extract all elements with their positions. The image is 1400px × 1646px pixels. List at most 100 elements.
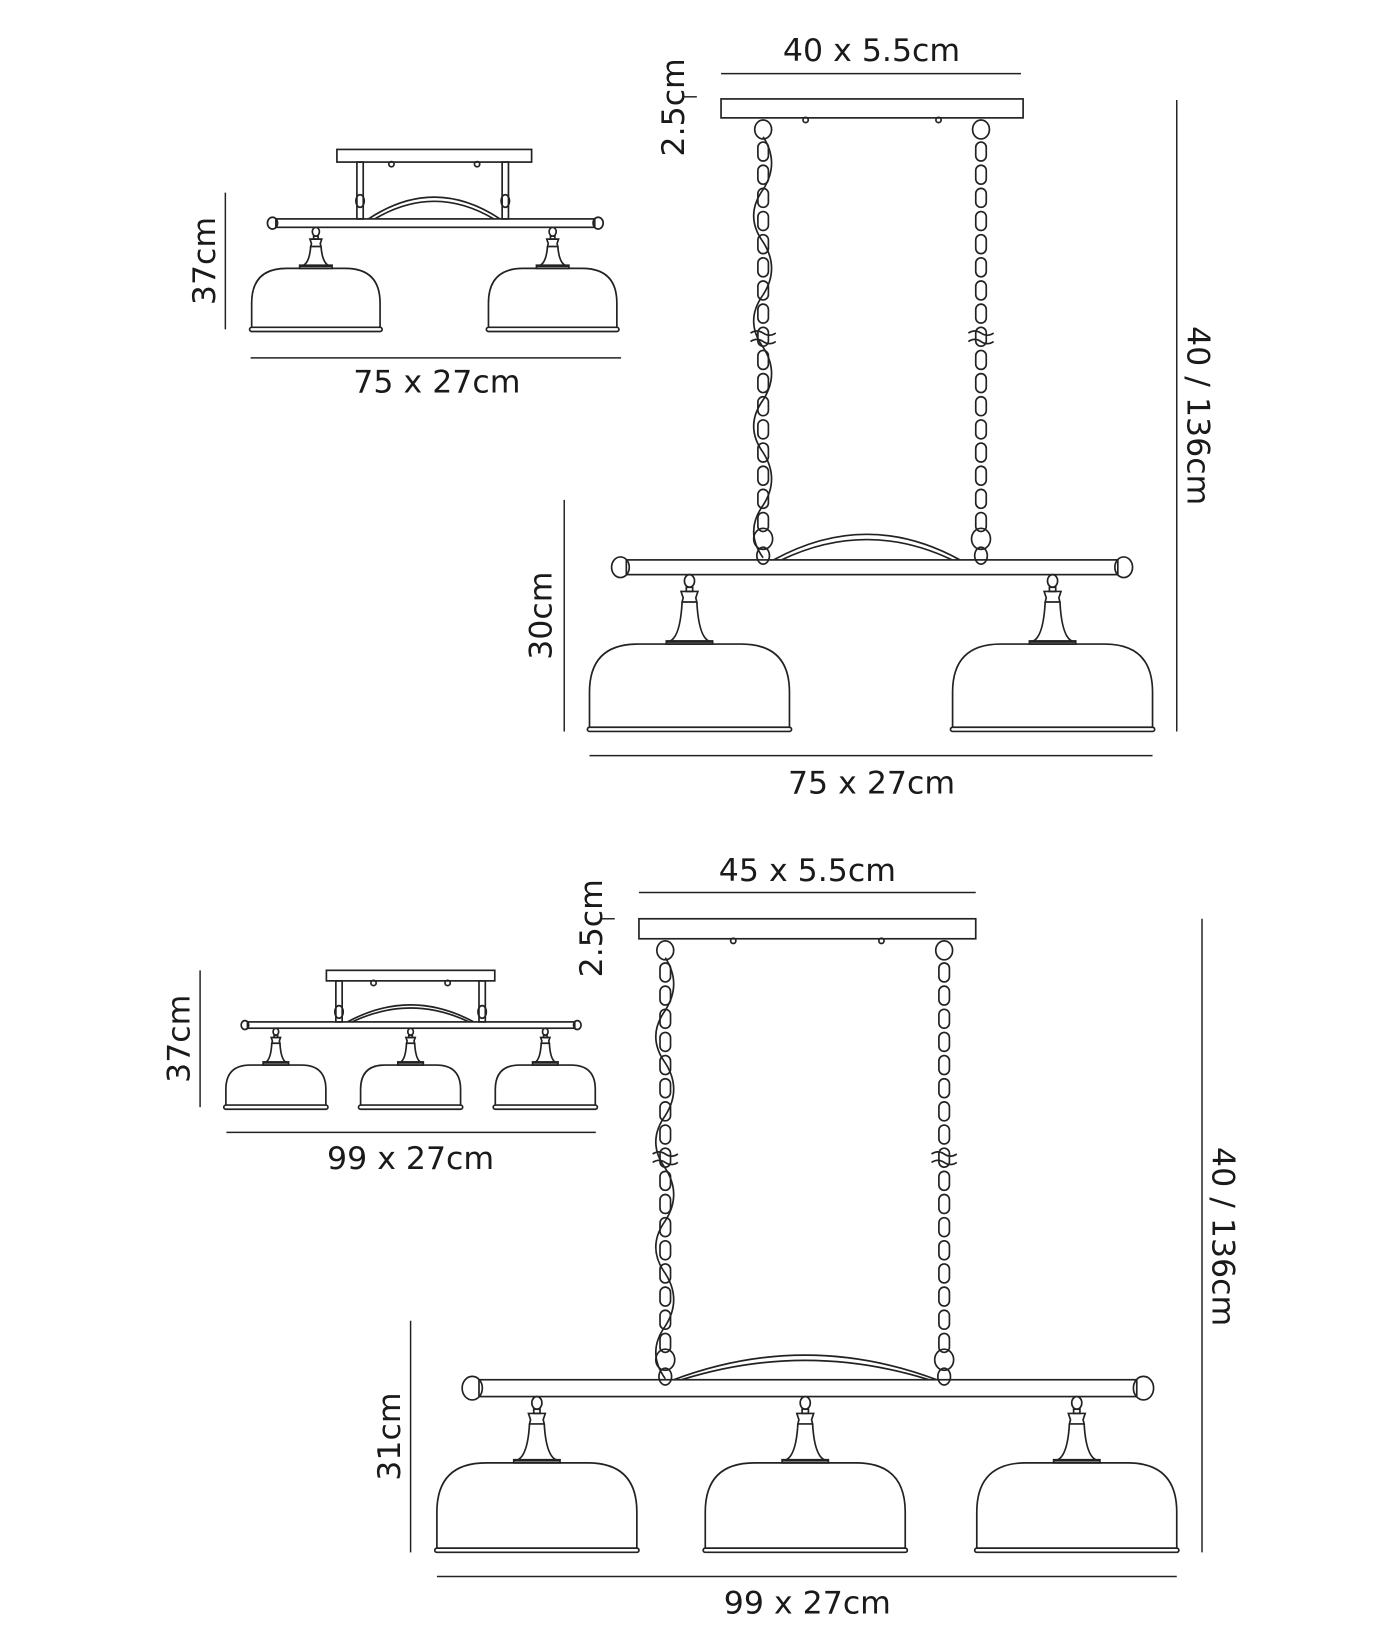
bar-arch-inner (351, 1007, 470, 1023)
shade-rim (357, 1104, 464, 1111)
fitting-ball (799, 1395, 812, 1411)
chain-link (938, 1332, 951, 1354)
bottom-large-canopy-depth-label: 2.5cm (574, 879, 610, 977)
shade-rim (433, 1547, 640, 1554)
bar-end-cap (572, 1019, 582, 1031)
chain-link (974, 280, 988, 301)
fitting-collar (270, 1036, 282, 1045)
mount-rod (478, 980, 487, 1023)
fitting-ball (311, 226, 321, 238)
chain-link (938, 1309, 951, 1331)
chain-link (938, 1054, 951, 1076)
lamp-drawings (199, 72, 1203, 1578)
chain-link (938, 1077, 951, 1099)
chain-link (938, 1101, 951, 1122)
chain-link (974, 187, 988, 209)
fitting-collar (1042, 590, 1063, 603)
chain-ball (755, 546, 771, 565)
chain-link (659, 1101, 672, 1122)
chain-ball (973, 546, 989, 565)
chain-link (659, 1263, 672, 1284)
canopy-screw (729, 937, 737, 945)
chain-link (974, 164, 988, 186)
mount-rod (501, 161, 510, 220)
lamp-shade (975, 1462, 1178, 1549)
bottom-large-height-label: 31cm (372, 1392, 408, 1480)
bar-arch (368, 196, 501, 220)
crossbar (478, 1378, 1138, 1398)
canopy-screw (935, 116, 942, 124)
chain-link (938, 1031, 951, 1053)
lamp-shade (225, 1064, 327, 1106)
ceiling-canopy (720, 98, 1024, 119)
chain-link (757, 419, 770, 440)
bottom-large-canopy-label: 45 x 5.5cm (719, 853, 896, 889)
chain-break-symbol (931, 1151, 958, 1166)
chain-link (938, 1216, 951, 1238)
fitting-cap (513, 1423, 561, 1462)
fitting-ball (1046, 573, 1059, 589)
rod-knuckle (477, 1004, 488, 1020)
chain-ring (934, 940, 954, 961)
chain-link (974, 141, 988, 162)
chain-link (757, 511, 770, 533)
chain-link (659, 985, 672, 1006)
bar-end-cap (1132, 1375, 1155, 1401)
top-large-drop-label: 40 / 136cm (1179, 326, 1215, 505)
chain-link (974, 210, 988, 232)
bar-end-cap (461, 1375, 484, 1401)
chain-link (659, 1332, 672, 1354)
fitting-ball (548, 226, 558, 238)
canopy-screw (387, 160, 395, 168)
fitting-collar (527, 1412, 547, 1425)
lamp-shade (494, 1064, 597, 1106)
fitting-ball (683, 573, 696, 589)
fitting-ball (272, 1027, 280, 1037)
shade-rim (222, 1104, 329, 1111)
fitting-cap (1029, 601, 1076, 643)
chain-break-symbol (750, 330, 777, 345)
fitting-cap (532, 1043, 559, 1064)
bar-end-cap (592, 216, 605, 230)
chain-link (938, 985, 951, 1006)
bar-arch-inner (781, 538, 953, 561)
chain-link (974, 511, 988, 533)
chain-link (659, 962, 672, 983)
chain-link (938, 1008, 951, 1030)
bottom-small-width-label: 99 x 27cm (327, 1141, 494, 1177)
fitting-collar (308, 238, 323, 248)
bar-end-cap (610, 556, 631, 579)
lamp-shade (436, 1462, 638, 1549)
bottom-large-width-label: 99 x 27cm (724, 1585, 891, 1621)
lamp-shade (487, 267, 618, 328)
shade-rim (973, 1547, 1180, 1554)
chain-ring (971, 119, 991, 140)
bar-arch-inner (374, 200, 495, 220)
lamp-shade (359, 1064, 462, 1106)
mount-rod (335, 980, 344, 1023)
chain-link (659, 1008, 672, 1030)
chain-ring (753, 119, 773, 140)
chain-break-symbol (967, 330, 995, 345)
fitting-cap (263, 1043, 289, 1064)
chain-link (974, 257, 988, 278)
bar-end-cap (1114, 556, 1134, 579)
chain-link (757, 303, 770, 324)
chain-link (659, 1124, 672, 1145)
chain-ring (933, 1348, 955, 1372)
bottom-small-height-label: 37cm (162, 995, 198, 1083)
chain-link (659, 1077, 672, 1099)
canopy-screw (802, 116, 810, 124)
bar-end-cap (240, 1019, 250, 1031)
chain-link (659, 1286, 672, 1307)
chain-ring (656, 940, 675, 961)
bar-arch (673, 1354, 938, 1381)
chain-break-symbol (652, 1151, 679, 1166)
shade-rim (949, 726, 1156, 733)
ceiling-canopy (336, 148, 533, 163)
chain-link (757, 280, 770, 301)
chain-link (757, 442, 770, 463)
canopy-screw (370, 979, 378, 987)
chain-link (938, 1263, 951, 1284)
